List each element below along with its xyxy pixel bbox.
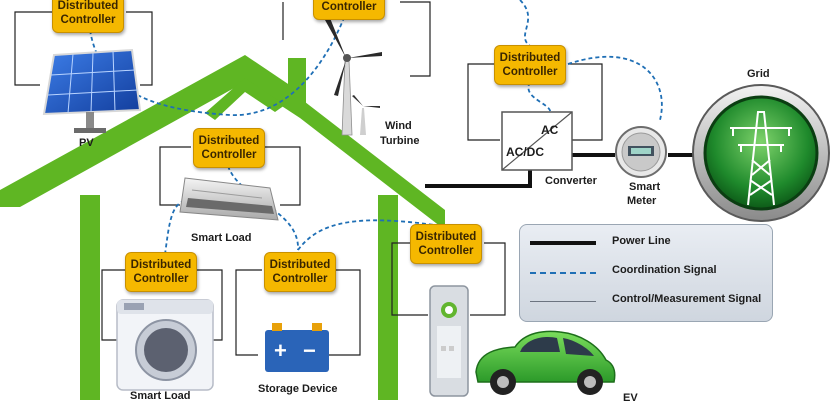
- converter-label: Converter: [545, 175, 597, 187]
- controller-label-line2: Controller: [321, 1, 377, 13]
- distributed-controller-pv[interactable]: Distributed Controller: [52, 0, 124, 33]
- legend-coordination-label: Coordination Signal: [612, 264, 717, 276]
- pv-label: PV: [79, 137, 94, 149]
- ev-label: EV: [623, 392, 638, 404]
- legend-row-control: Control/Measurement Signal: [530, 292, 766, 310]
- wind-turbine-label-line1: Wind: [385, 120, 412, 132]
- legend-row-power-line: Power Line: [530, 234, 766, 252]
- controller-label-line2: Controller: [418, 245, 474, 257]
- controller-label-line1: Distributed: [130, 259, 192, 271]
- distributed-controller-ac[interactable]: Distributed Controller: [193, 128, 265, 168]
- smart-meter-label-line2: Meter: [627, 195, 657, 207]
- smart-load-washer-label: Smart Load: [130, 390, 191, 402]
- washing-machine-icon: [116, 299, 214, 391]
- solar-panel-icon: [42, 48, 142, 133]
- electric-car-icon: [475, 330, 616, 395]
- controller-label-line1: Distributed: [198, 135, 260, 147]
- legend-control-label: Control/Measurement Signal: [612, 293, 762, 305]
- controller-label-line1: Distributed: [415, 231, 477, 243]
- distributed-controller-ev[interactable]: Distributed Controller: [410, 224, 482, 264]
- house-outline: [0, 55, 445, 400]
- wind-turbine-label-line2: Turbine: [380, 135, 420, 147]
- legend-power-line-label: Power Line: [612, 235, 671, 247]
- transmission-tower-icon: [692, 84, 830, 222]
- smart-meter-icon: [615, 126, 667, 178]
- converter-acdc-label: AC/DC: [506, 145, 544, 159]
- distributed-controller-storage[interactable]: Distributed Controller: [264, 252, 336, 292]
- storage-device-label: Storage Device: [258, 383, 338, 395]
- legend-box: Power Line Coordination Signal Control/M…: [519, 224, 773, 322]
- grid-label: Grid: [747, 68, 770, 80]
- converter-icon: [501, 111, 573, 171]
- air-conditioner-icon: [179, 177, 279, 221]
- controller-label-line1: Distributed: [269, 259, 331, 271]
- smart-load-ac-label: Smart Load: [191, 232, 252, 244]
- battery-icon: [265, 323, 329, 372]
- battery-plus-sign: +: [274, 338, 287, 363]
- charging-station-icon: [429, 285, 469, 397]
- legend-row-coordination: Coordination Signal: [530, 263, 766, 281]
- controller-label-line1: Distributed: [499, 52, 561, 64]
- controller-label-line2: Controller: [502, 66, 558, 78]
- control-lines: [14, 1, 603, 356]
- legend-control-swatch: [530, 301, 596, 302]
- legend-coordination-swatch: [530, 272, 596, 274]
- controller-label-line2: Controller: [272, 273, 328, 285]
- controller-label-line2: Controller: [201, 149, 257, 161]
- controller-label-line2: Controller: [133, 273, 189, 285]
- legend-power-line-swatch: [530, 241, 596, 245]
- wind-turbine-icon: [325, 18, 382, 136]
- controller-label-line2: Controller: [60, 14, 116, 26]
- distributed-controller-converter[interactable]: Distributed Controller: [494, 45, 566, 85]
- controller-label-line1: Distributed: [57, 0, 119, 12]
- smart-meter-label-line1: Smart: [629, 181, 661, 193]
- distributed-controller-wind[interactable]: Distributed Controller: [313, 0, 385, 20]
- converter-ac-label: AC: [541, 123, 559, 137]
- battery-minus-sign: −: [303, 338, 316, 363]
- distributed-controller-washer[interactable]: Distributed Controller: [125, 252, 197, 292]
